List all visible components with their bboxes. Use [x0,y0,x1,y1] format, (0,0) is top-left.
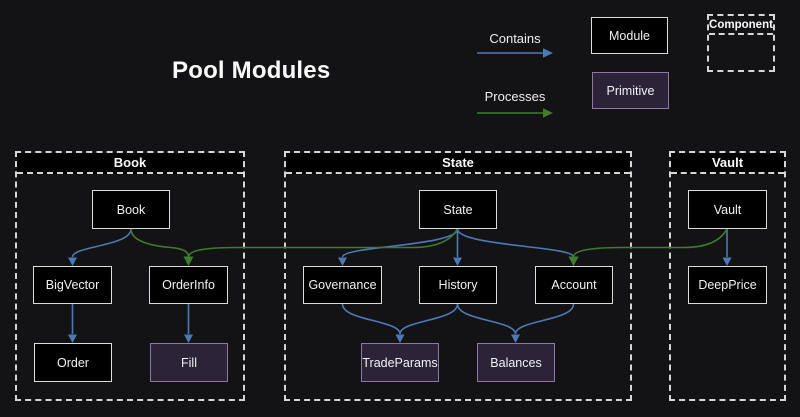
container-state-header: State [286,153,630,174]
legend-component-label: Component [709,16,773,35]
node-deepprice: DeepPrice [688,266,767,304]
node-fill: Fill [150,343,228,382]
legend-contains-arrowhead [543,48,553,58]
container-book: Book [15,151,245,401]
container-vault: Vault [669,151,786,401]
container-vault-header: Vault [671,153,784,174]
node-vault: Vault [688,190,767,229]
legend-contains-label: Contains [489,31,541,46]
page-title: Pool Modules [172,57,331,84]
node-tradeparams: TradeParams [361,343,439,382]
legend-primitive-node: Primitive [592,72,669,109]
legend-module-node: Module [591,17,668,54]
legend-processes-arrowhead [543,108,553,118]
node-state: State [419,190,497,229]
node-order: Order [34,343,112,382]
container-state: State [284,151,632,401]
node-orderinfo: OrderInfo [149,266,228,304]
node-bigvector: BigVector [33,266,112,304]
node-governance: Governance [303,266,382,304]
node-account: Account [535,266,613,304]
node-book: Book [92,190,170,229]
node-history: History [419,266,497,304]
container-book-header: Book [17,153,243,174]
legend-component-box: Component [707,14,775,72]
node-balances: Balances [477,343,555,382]
legend-processes-label: Processes [484,89,546,104]
